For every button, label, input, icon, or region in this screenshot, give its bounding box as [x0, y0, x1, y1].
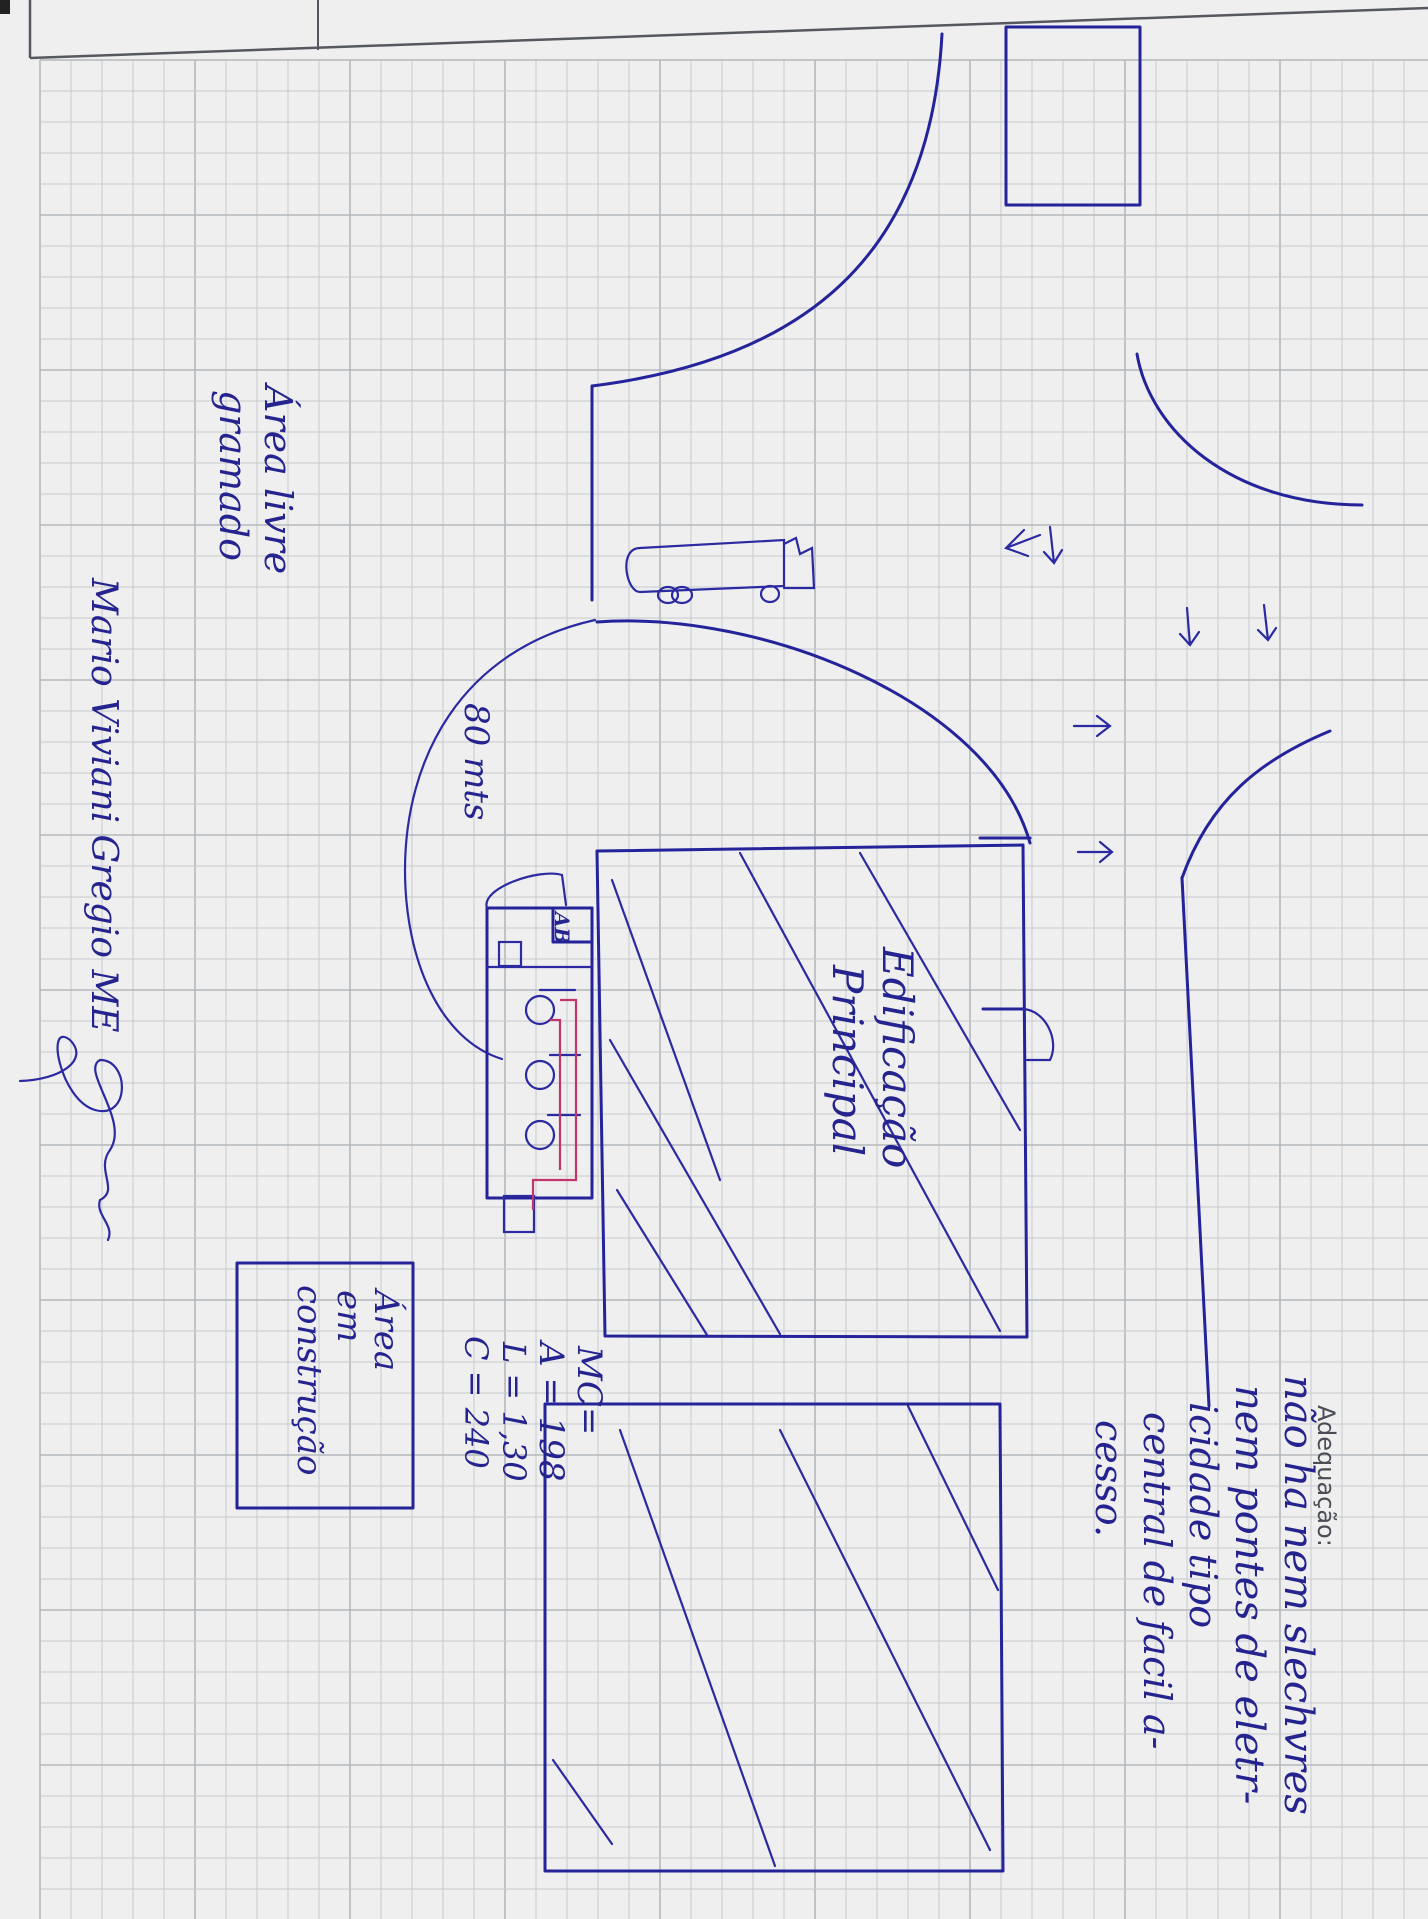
construction-label-2: em: [329, 1290, 369, 1342]
small-structure-outline: [1004, 25, 1142, 207]
main-building-label-1: Edificação: [873, 946, 922, 1168]
main-building-hatching: [608, 851, 1022, 1337]
mc-values: MC= A = 198 L = 1,30 C = 240: [457, 1336, 609, 1482]
secondary-building: [543, 1402, 1005, 1873]
adequacao-label: Adequação:: [1312, 1405, 1340, 1547]
signature-name: Mario Viviani Gregio ME: [83, 577, 124, 1033]
graph-paper-grid: [39, 59, 1428, 1919]
cable-route-arc: [403, 618, 597, 1061]
mc-line-4: C = 240: [457, 1336, 495, 1469]
construction-label-3: construção: [289, 1285, 329, 1475]
note-line-3: icidade tipo: [1181, 1402, 1225, 1628]
main-building-label-2: Principal: [823, 964, 872, 1156]
signature-scribble: [18, 1035, 123, 1242]
note-line-4: central de facil a-: [1135, 1412, 1179, 1749]
note-line-5: cesso.: [1087, 1420, 1131, 1537]
site-sketch: [18, 25, 1364, 1873]
vehicle-sketch: [625, 536, 816, 605]
lawn-label-1: Área livre: [256, 382, 300, 574]
secondary-building-hatching: [551, 1404, 1000, 1868]
mc-line-3: L = 1,30: [495, 1341, 533, 1482]
right-entrance-arc: [1180, 729, 1332, 880]
flow-arrows: [1004, 525, 1278, 864]
form-header-box: [0, 0, 1428, 60]
construction-area-box: [235, 1261, 415, 1510]
note-line-2: nem pontes de eletr-: [1226, 1385, 1272, 1804]
distance-label: 80 mts: [456, 703, 496, 820]
gate-swing-arc: [590, 32, 944, 388]
right-boundary-line: [1180, 876, 1211, 1408]
main-building: [595, 836, 1055, 1339]
meter-box: [485, 872, 594, 1234]
red-cable-line: [531, 998, 578, 1210]
mc-line-2: A = 198: [531, 1339, 571, 1482]
right-gate-arc: [1135, 352, 1364, 507]
mc-line-1: MC=: [569, 1345, 609, 1435]
lawn-label-2: gramado: [211, 390, 255, 561]
construction-label-1: Área: [366, 1287, 407, 1371]
meter-box-label: AB: [550, 910, 574, 944]
adequacao-notes: não ha nem slechvres nem pontes de eletr…: [1087, 1375, 1321, 1815]
distance-arc: [595, 619, 1032, 845]
note-line-1: não ha nem slechvres: [1275, 1375, 1321, 1815]
meter-circles: [524, 988, 582, 1151]
